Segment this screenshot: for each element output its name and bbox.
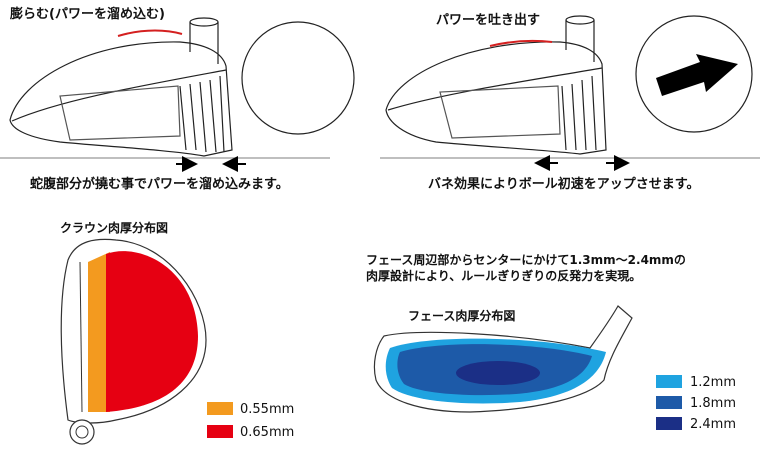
head-outline — [9, 41, 233, 157]
legend-swatch-065 — [207, 425, 233, 438]
crown-edge-2 — [387, 67, 603, 111]
legend-swatch-24 — [656, 417, 682, 430]
face-thickness-map — [373, 305, 633, 413]
legend-label-055: 0.55mm — [240, 402, 295, 417]
hosel — [189, 22, 219, 64]
crown-edge — [11, 69, 227, 122]
legend-label-18: 1.8mm — [690, 396, 737, 411]
golf-ball — [241, 21, 355, 135]
launch-arrow — [656, 54, 738, 96]
crown-zone-065 — [106, 251, 198, 412]
sole-plate-2 — [439, 85, 561, 139]
legend-swatch-055 — [207, 402, 233, 415]
face-map-title: フェース肉厚分布図 — [408, 309, 516, 323]
face-description-line2: 肉厚設計により、ルールぎりぎりの反発力を実現。 — [366, 269, 642, 283]
bellows-ridges-2 — [561, 75, 597, 151]
hosel-hole — [75, 425, 89, 439]
release-club-illustration — [380, 15, 760, 159]
legend-label-24: 2.4mm — [690, 417, 737, 432]
crown-line — [79, 261, 83, 413]
compress-title: 膨らむ(パワーを溜め込む) — [10, 7, 165, 22]
legend-swatch-12 — [656, 375, 682, 388]
hosel-top-2 — [565, 15, 595, 25]
compress-caption: 蛇腹部分が撓む事でパワーを溜め込みます。 — [30, 177, 289, 192]
hosel-top — [189, 17, 219, 27]
legend-label-12: 1.2mm — [690, 375, 737, 390]
release-caption: バネ効果によりボール初速をアップさせます。 — [428, 177, 700, 192]
release-title: パワーを吐き出す — [436, 13, 541, 28]
hosel-2 — [565, 20, 595, 62]
crown-thickness-map — [60, 238, 207, 445]
sole-plate — [59, 85, 181, 141]
head-outline-2 — [385, 41, 607, 155]
legend-swatch-18 — [656, 396, 682, 409]
golf-ball-2 — [635, 15, 753, 133]
face-zone-24 — [456, 361, 540, 385]
face-description-line1: フェース周辺部からセンターにかけて1.3mm～2.4mmの — [366, 253, 686, 267]
crown-map-title: クラウン肉厚分布図 — [60, 221, 169, 235]
legend-label-065: 0.65mm — [240, 425, 295, 440]
expansion-arc — [117, 29, 183, 37]
bellows-ridges — [179, 75, 225, 153]
release-arc — [489, 39, 553, 47]
compressed-club-illustration — [0, 17, 355, 159]
crown-zone-055 — [88, 252, 110, 412]
